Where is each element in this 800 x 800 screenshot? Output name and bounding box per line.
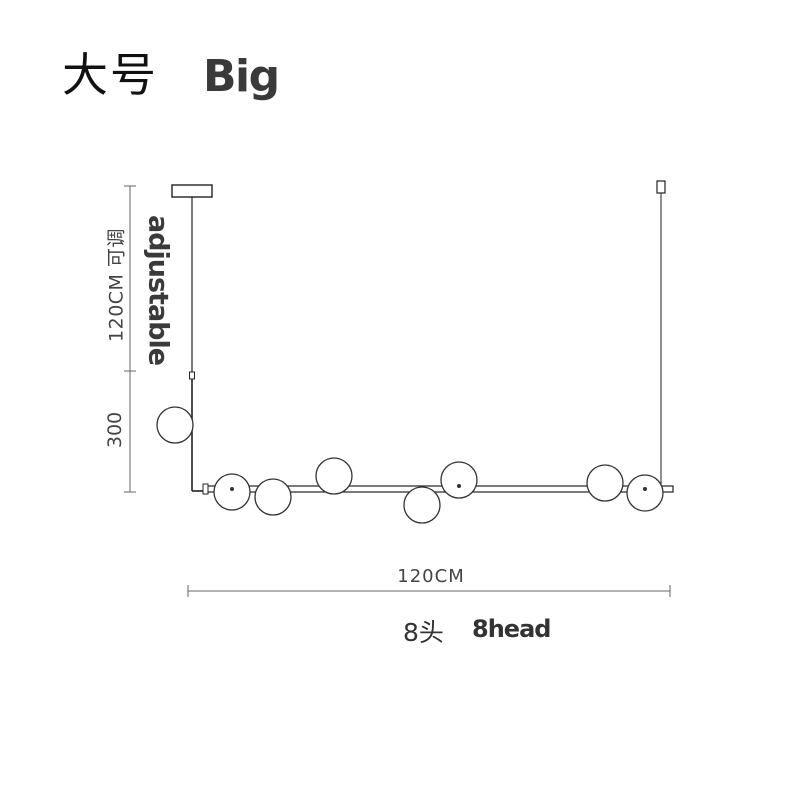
socket-dot-1 bbox=[230, 487, 234, 491]
head-count-english: 8head bbox=[472, 615, 551, 643]
width-label: 120CM bbox=[397, 566, 465, 587]
globe-3 bbox=[254, 478, 292, 516]
title-size-english: Big bbox=[203, 51, 280, 102]
title-size-chinese: 大号 bbox=[62, 48, 158, 102]
right-ceiling-cap bbox=[656, 180, 666, 194]
globe-8 bbox=[626, 474, 664, 512]
globe-4 bbox=[315, 457, 353, 495]
globe-2 bbox=[213, 473, 251, 511]
globe-6 bbox=[440, 461, 478, 499]
left-ceiling-canopy bbox=[171, 184, 213, 198]
socket-dot-3 bbox=[643, 487, 647, 491]
globe-1 bbox=[156, 406, 194, 444]
bar-end-clip bbox=[202, 483, 209, 495]
globe-5 bbox=[403, 486, 441, 524]
head-count-chinese: 8头 bbox=[403, 618, 444, 647]
socket-dot-2 bbox=[457, 484, 461, 488]
left-connector bbox=[189, 371, 195, 380]
globe-7 bbox=[586, 464, 624, 502]
